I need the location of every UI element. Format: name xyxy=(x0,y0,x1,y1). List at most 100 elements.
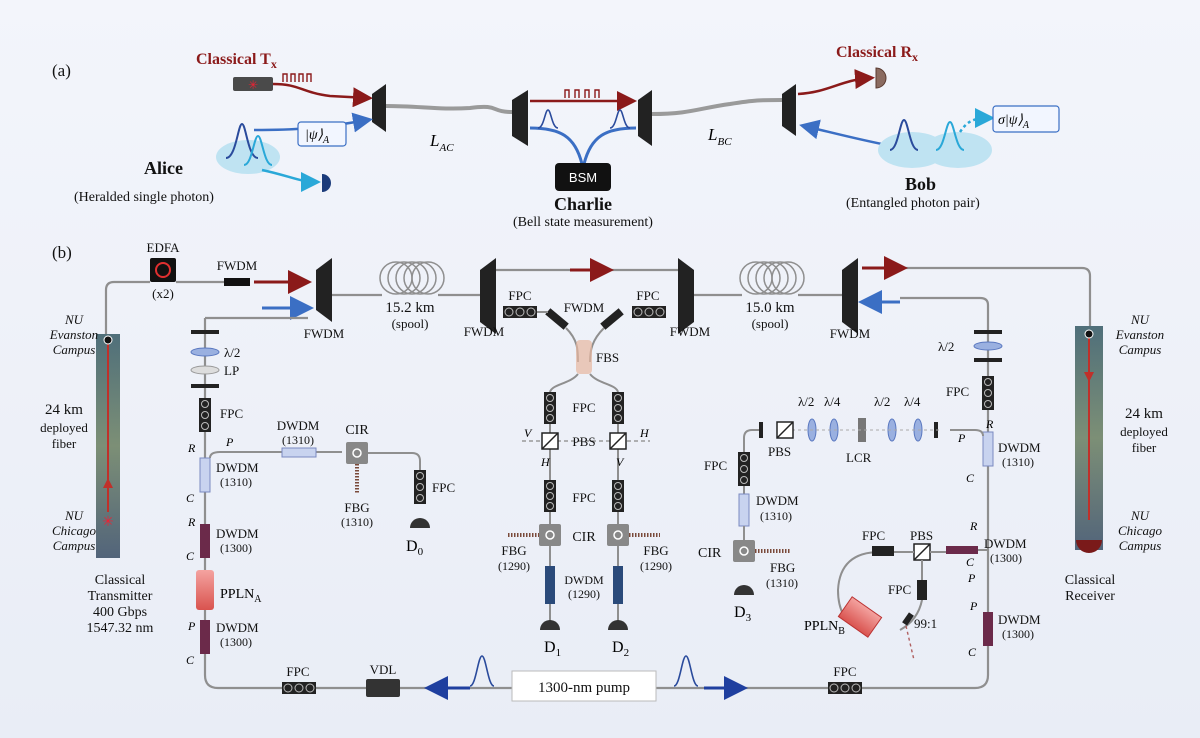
ppln-a-label: PPLNA xyxy=(220,587,262,605)
half-wave-right-icon xyxy=(973,341,1003,351)
fwdm-right-label: FWDM xyxy=(830,326,871,341)
fpc-bob xyxy=(982,376,994,410)
port-r-alice-2: R xyxy=(187,515,196,529)
right-map-receiver-icon xyxy=(1076,540,1102,553)
dwdm-1300-alice-label: DWDM xyxy=(216,526,259,541)
dwdm-1310-bob-label: DWDM xyxy=(998,440,1041,455)
fbg-right-label: FBG xyxy=(643,543,668,558)
cir-d3-label: CIR xyxy=(698,546,722,561)
left-map-top-node xyxy=(103,335,113,345)
collimator-right-top xyxy=(974,330,1002,334)
port-p-alice: P xyxy=(225,435,234,449)
pump-pulse-left-icon xyxy=(469,655,495,687)
lp-icon xyxy=(190,365,220,375)
edfa-coil-icon xyxy=(155,262,171,278)
pulse-train-icon xyxy=(282,73,312,82)
tx-label-3: 400 Gbps xyxy=(93,605,147,620)
classical-rx-detector-icon xyxy=(875,67,887,89)
dwdm-1310-bob-wl: (1310) xyxy=(1002,455,1034,469)
fbs-label: FBS xyxy=(596,350,619,365)
laser-star-icon: ✳ xyxy=(248,78,258,92)
fpc-pump-right-label: FPC xyxy=(833,664,856,679)
dwdm-1300-alice-bottom xyxy=(200,620,210,654)
fbg-right-wavelength: (1290) xyxy=(640,559,672,573)
d1-label: D1 xyxy=(544,639,561,659)
qwp-bob-1-label: λ/4 xyxy=(824,394,841,409)
fbg-d3-wl: (1310) xyxy=(766,576,798,590)
pump-pulse-right-icon xyxy=(673,655,699,687)
port-c-bob-3: C xyxy=(968,645,977,659)
half-wave-left-label: λ/2 xyxy=(224,345,240,360)
dwdm-1310-alice-wl: (1310) xyxy=(220,475,252,489)
right-chicago-3: Campus xyxy=(1119,538,1162,553)
port-c-bob: C xyxy=(966,471,975,485)
right-map-arrow-icon xyxy=(1084,372,1094,382)
fpc-pump-left-label: FPC xyxy=(286,664,309,679)
charlie-pulse-right-icon xyxy=(609,109,631,129)
rx-fiber xyxy=(880,266,1092,334)
fpc-d3 xyxy=(738,452,750,486)
half-wave-right-label: λ/2 xyxy=(938,339,954,354)
splitter-label: 99:1 xyxy=(914,616,937,631)
left-evanston-3: Campus xyxy=(53,342,96,357)
spool-left-km: 15.2 km xyxy=(385,300,435,316)
fpc-arm-label-2: FPC xyxy=(572,490,595,505)
tx-fiber xyxy=(104,280,150,334)
bob-wdm-icon xyxy=(782,84,796,136)
dwdm-d3-wl: (1310) xyxy=(760,509,792,523)
dwdm-herald-wl: (1310) xyxy=(282,433,314,447)
ppln-b-label: PPLNB xyxy=(804,619,845,637)
cir-alice-icon xyxy=(346,442,368,464)
pbs-charlie-label: PBS xyxy=(572,434,595,449)
d0-label: D0 xyxy=(406,538,424,558)
rx-label-2: Receiver xyxy=(1065,589,1115,604)
charlie-quantum-paths xyxy=(529,126,637,165)
fpc-sagnac-right-label: FPC xyxy=(888,582,911,597)
charlie-pulse-left-icon xyxy=(537,109,559,129)
port-r-alice: R xyxy=(187,441,196,455)
d0-detector-icon xyxy=(410,518,430,528)
fbs-outputs xyxy=(549,373,619,393)
port-r-bob: R xyxy=(985,417,994,431)
tx-label-4: 1547.32 nm xyxy=(87,621,154,636)
fpc-arm-right-2 xyxy=(612,480,624,512)
lcr-icon xyxy=(858,418,866,442)
dwdm-1300-alice-b-wl: (1300) xyxy=(220,635,252,649)
fpc-arm-left-2 xyxy=(544,480,556,512)
collimator-left-bottom xyxy=(191,384,219,388)
fbg-alice-label: FBG xyxy=(344,500,369,515)
dwdm-1310-herald xyxy=(281,447,317,458)
edfa-box xyxy=(150,258,176,282)
splitter-9901-icon xyxy=(902,612,914,626)
panel-a: (a) Classical Tx ✳ |ψ⟩A Alice (Heralded … xyxy=(52,44,1060,230)
dwdm-1300-bob-b-wl: (1300) xyxy=(1002,627,1034,641)
left-evanston-1: NU xyxy=(64,312,85,327)
alice-pulse-2-icon xyxy=(243,134,273,166)
left-deployed-1: 24 km xyxy=(45,402,83,418)
rx-label-1: Classical xyxy=(1065,573,1116,588)
d1-detector-icon xyxy=(540,620,560,630)
collimator-right-bottom xyxy=(974,358,1002,362)
fpc-pump-right xyxy=(828,682,862,694)
bob-photon-cloud-2 xyxy=(924,132,992,168)
monitor-tap xyxy=(905,625,915,661)
tx-label-2: Transmitter xyxy=(88,589,153,604)
right-deployed-3: fiber xyxy=(1132,440,1157,455)
fpc-charlie-left-label: FPC xyxy=(508,288,531,303)
charlie-sublabel: (Bell state measurement) xyxy=(513,215,653,230)
cir-right-icon xyxy=(607,524,629,546)
sigma-psi-label: σ|ψ⟩A xyxy=(998,113,1030,131)
classical-rx-fiber xyxy=(797,69,875,96)
pol-h-right: H xyxy=(639,426,650,440)
dwdm-1300-alice-b-label: DWDM xyxy=(216,620,259,635)
right-evanston-2: Evanston xyxy=(1115,327,1164,342)
classical-tx-fiber xyxy=(272,82,373,108)
pol-v-right: V xyxy=(616,455,625,469)
tx-label-1: Classical xyxy=(95,573,146,588)
dwdm-d3-label: DWDM xyxy=(756,493,799,508)
fwdm-charlie-left-label: FWDM xyxy=(464,324,505,339)
charlie-label: Charlie xyxy=(554,194,612,214)
d3-label: D3 xyxy=(734,604,752,624)
